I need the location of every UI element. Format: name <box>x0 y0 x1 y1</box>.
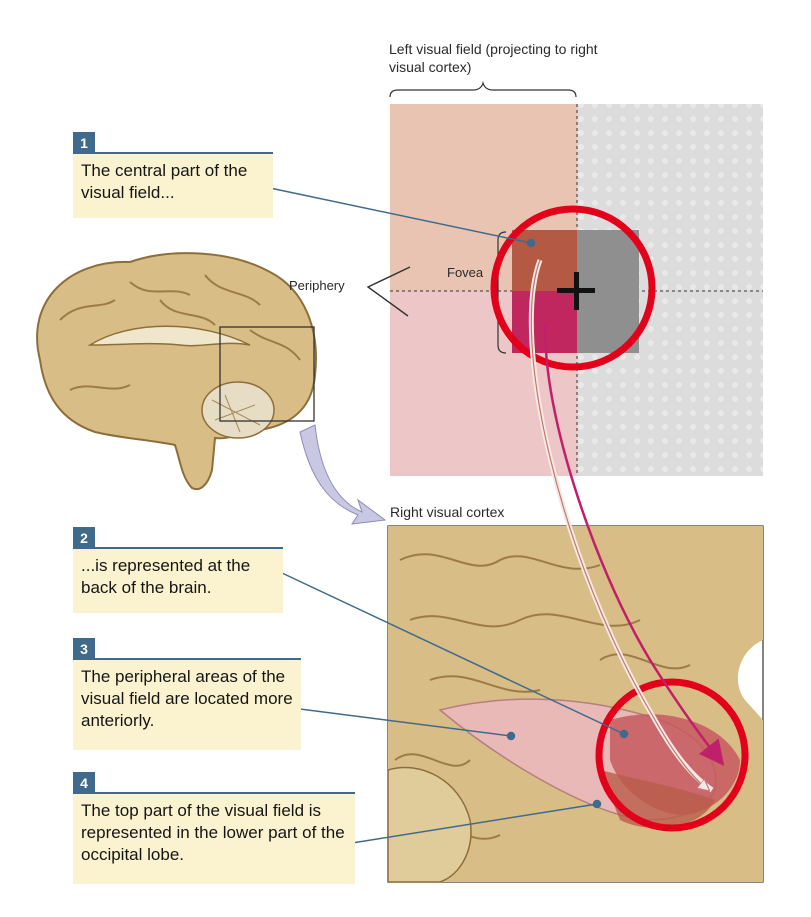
periphery-chevron-icon <box>366 266 411 317</box>
periphery-label: Periphery <box>289 278 345 293</box>
callout-number: 2 <box>73 527 95 549</box>
fixation-cross-icon <box>557 272 595 310</box>
visual-field-panel <box>366 80 763 476</box>
zoom-arrow-icon <box>299 424 387 525</box>
cortex-title: Right visual cortex <box>390 504 505 520</box>
fovea-highlight-circle <box>490 205 656 371</box>
callout-text: ...is represented at the back of the bra… <box>73 549 283 613</box>
callout-number: 1 <box>73 132 95 154</box>
callout-1: 1 The central part of the visual field..… <box>73 132 273 218</box>
callout-number: 3 <box>73 638 95 660</box>
fovea-label: Fovea <box>447 265 484 280</box>
zoom-box <box>219 326 315 422</box>
callout-text: The central part of the visual field... <box>73 154 273 218</box>
cortex-highlight-circle <box>595 678 749 832</box>
callout-number: 4 <box>73 772 95 794</box>
callout-2: 2 ...is represented at the back of the b… <box>73 527 283 613</box>
callout-4: 4 The top part of the visual field is re… <box>73 772 355 884</box>
field-brace <box>389 80 577 98</box>
callout-text: The top part of the visual field is repr… <box>73 794 355 884</box>
callout-text: The peripheral areas of the visual field… <box>73 660 301 750</box>
sagittal-brain-illustration <box>36 252 317 490</box>
mapping-arrow-lower <box>544 321 725 766</box>
callout-3: 3 The peripheral areas of the visual fie… <box>73 638 301 750</box>
fovea-bracket <box>497 231 507 354</box>
field-title: Left visual field (projecting to right v… <box>389 41 598 75</box>
cortex-panel <box>387 525 764 883</box>
fovea-upper <box>512 230 577 291</box>
leader-lines <box>269 187 629 844</box>
